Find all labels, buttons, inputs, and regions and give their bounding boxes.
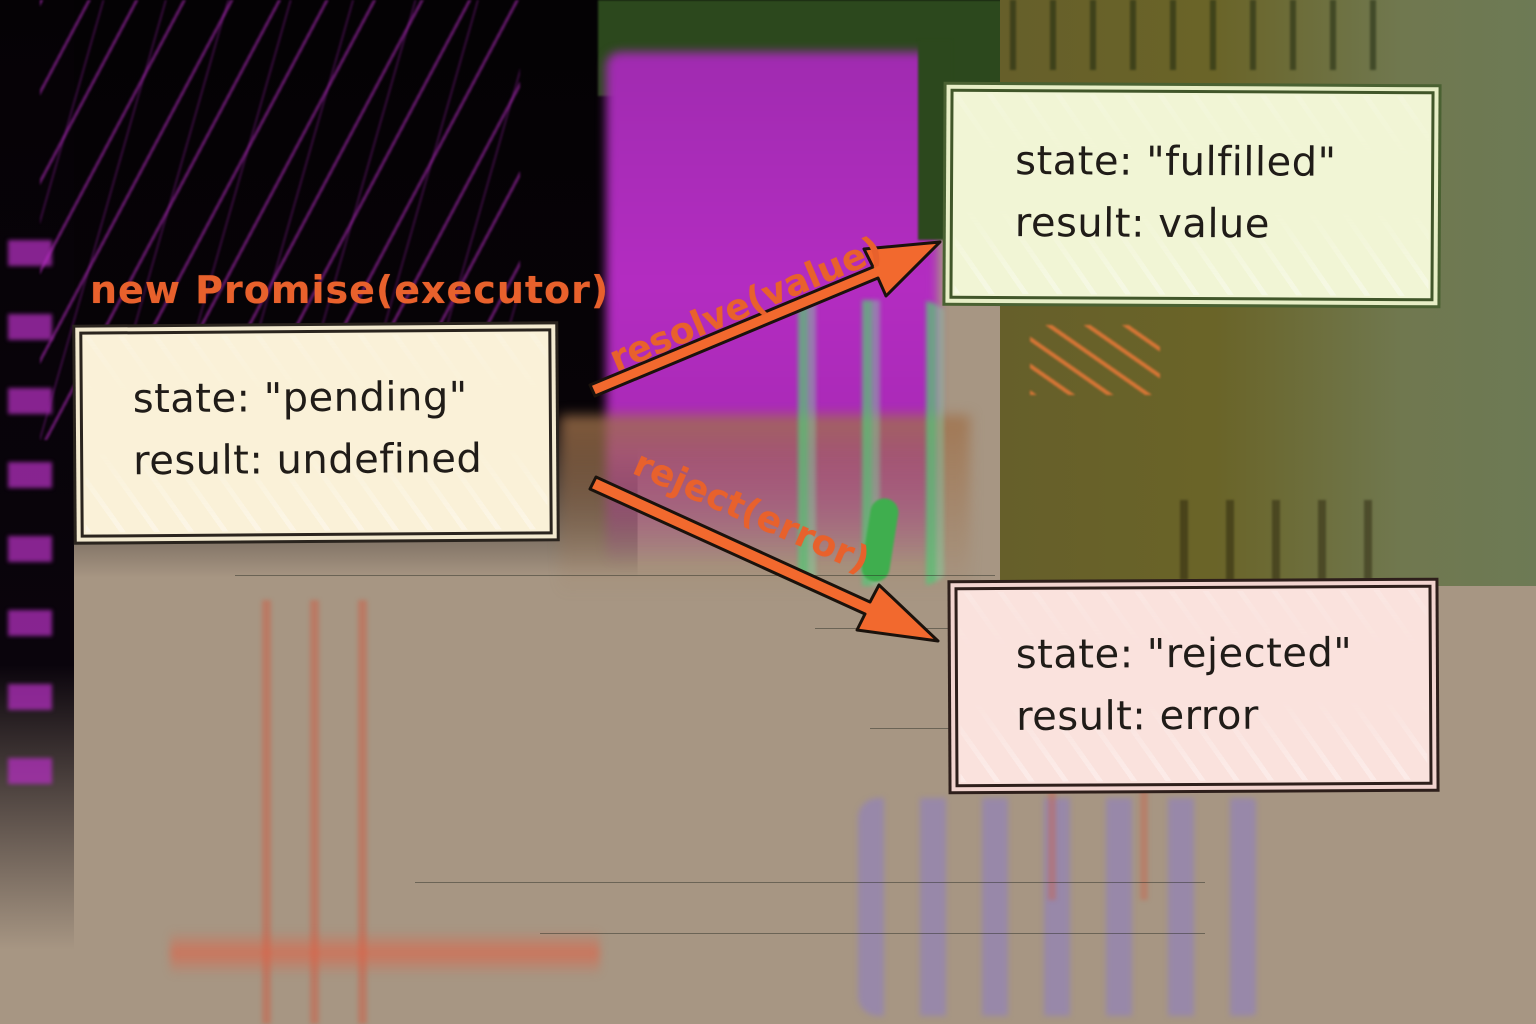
rejected-state-box: state: "rejected" result: error: [954, 584, 1433, 788]
bg-artifact-line: [415, 882, 1205, 883]
pending-box-text: state: "pending" result: undefined: [82, 331, 549, 492]
promise-constructor-label: new Promise(executor): [90, 268, 610, 312]
bg-artifact-salmon-band: [170, 930, 600, 976]
bg-artifact-line: [235, 575, 995, 576]
bg-artifact-olive-dashes-2: [1180, 500, 1400, 580]
rejected-box-text: state: "rejected" result: error: [957, 588, 1429, 748]
fulfilled-state-line: state: "fulfilled": [1015, 138, 1337, 186]
bg-artifact-orange-diagonals: [1030, 325, 1160, 395]
pending-state-box: state: "pending" result: undefined: [79, 328, 553, 538]
pending-state-line: state: "pending": [132, 373, 468, 423]
fulfilled-box-text: state: "fulfilled" result: value: [953, 92, 1432, 257]
bg-artifact-lavender-bands: [858, 798, 1268, 1016]
bg-artifact-green-column: [918, 40, 952, 240]
bg-artifact-line: [540, 933, 1205, 934]
rejected-result-line: result: error: [1016, 692, 1259, 740]
rejected-state-line: state: "rejected": [1015, 630, 1353, 678]
fulfilled-state-box: state: "fulfilled" result: value: [949, 88, 1435, 302]
bg-artifact-olive-dashes: [1010, 0, 1410, 70]
fulfilled-result-line: result: value: [1014, 200, 1271, 248]
pending-result-line: result: undefined: [133, 435, 483, 485]
